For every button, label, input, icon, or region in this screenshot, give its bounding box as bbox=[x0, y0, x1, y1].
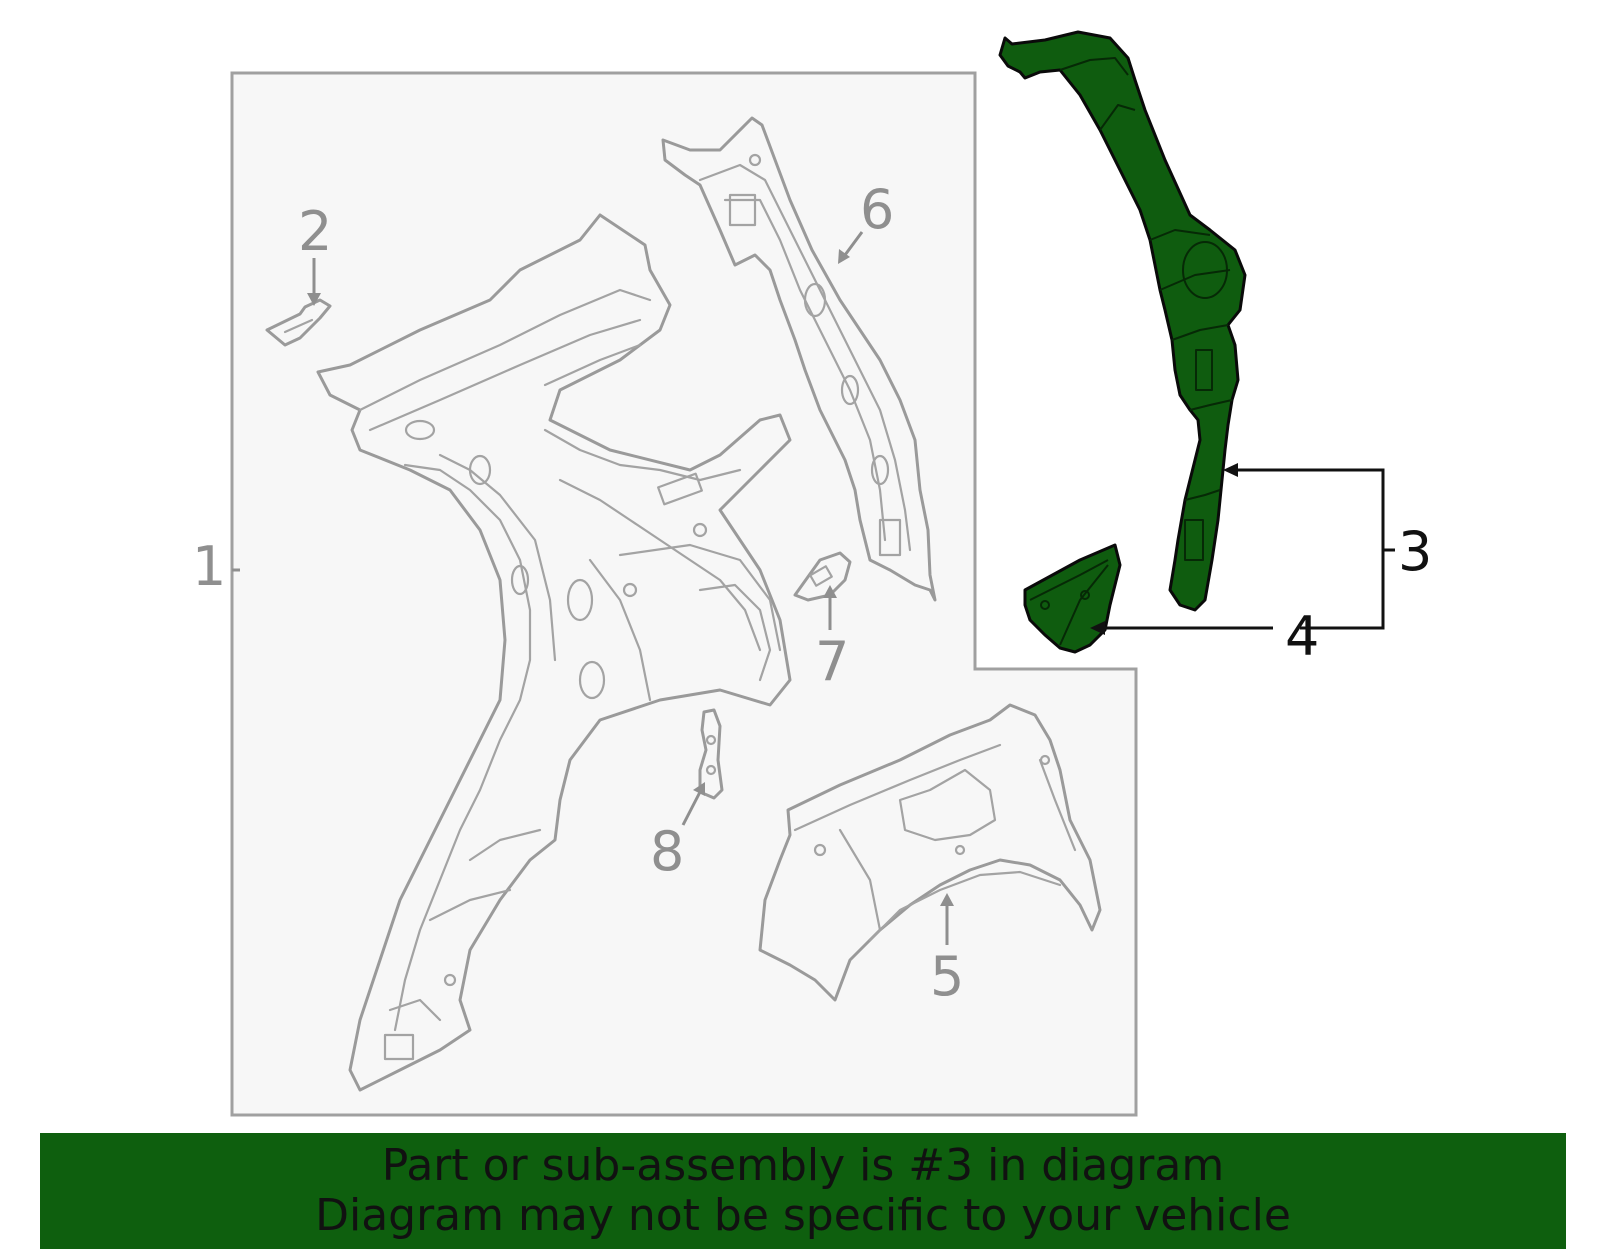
callout-6: 6 bbox=[860, 178, 894, 241]
callout-3: 3 bbox=[1398, 520, 1432, 583]
banner-line-2: Diagram may not be specific to your vehi… bbox=[315, 1190, 1291, 1241]
arrow-3 bbox=[1223, 463, 1238, 477]
callout-1: 1 bbox=[192, 535, 226, 598]
arrow-4 bbox=[1090, 621, 1105, 635]
assembly-panel bbox=[230, 71, 1138, 1117]
part-1-quarter-inner-panel bbox=[316, 213, 792, 1092]
callout-2: 2 bbox=[298, 200, 332, 263]
part-4-bracket bbox=[1023, 543, 1122, 654]
arrow-2 bbox=[307, 293, 321, 306]
callout-4: 4 bbox=[1285, 605, 1319, 668]
info-banner: Part or sub-assembly is #3 in diagram Di… bbox=[40, 1133, 1566, 1249]
banner-line-1: Part or sub-assembly is #3 in diagram bbox=[381, 1140, 1225, 1191]
leader-6 bbox=[843, 231, 864, 256]
callout-8: 8 bbox=[650, 820, 684, 883]
callout-5: 5 bbox=[930, 945, 964, 1008]
part-2-clip bbox=[265, 298, 332, 347]
arrow-7 bbox=[823, 585, 837, 598]
part-8-bracket bbox=[698, 708, 724, 800]
part-5-wheelhouse bbox=[758, 703, 1102, 1002]
part-6-pillar-reinforcement bbox=[661, 116, 937, 602]
callout-7: 7 bbox=[815, 630, 849, 693]
leader-8 bbox=[681, 791, 702, 826]
part-7-bracket bbox=[793, 551, 852, 602]
leader-lines bbox=[232, 231, 1395, 945]
arrow-8 bbox=[693, 782, 705, 796]
part-3-pillar-assembly bbox=[998, 30, 1247, 612]
arrow-6 bbox=[838, 249, 850, 264]
arrow-5 bbox=[940, 893, 954, 906]
